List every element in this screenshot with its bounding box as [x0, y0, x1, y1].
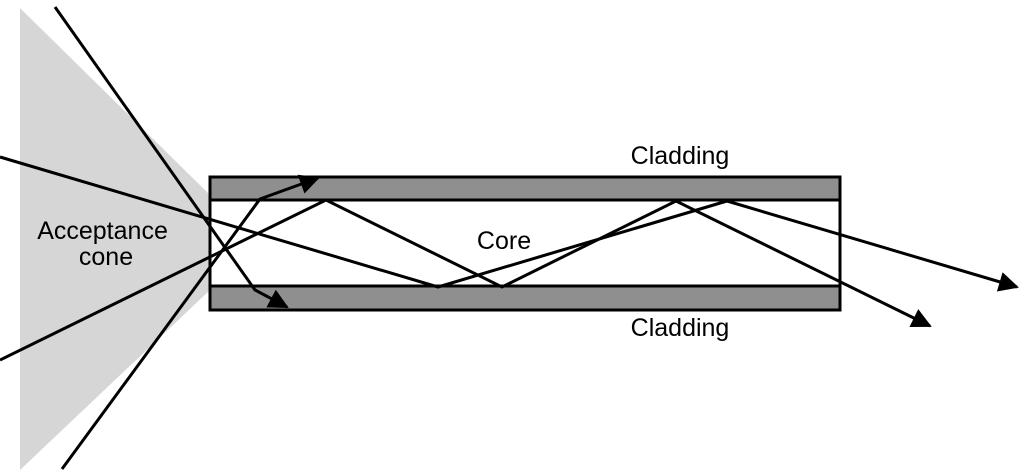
cladding-top — [208, 175, 842, 202]
ray-steep-escaping-bottom — [53, 6, 289, 309]
core-label: Core — [477, 227, 531, 255]
ray-shallow-down — [0, 155, 1019, 292]
cladding-bottom-label: Cladding — [631, 314, 730, 342]
acceptance-cone — [20, 8, 210, 470]
ray-shallow-up — [0, 198, 932, 362]
acceptance-cone-label: Acceptance cone — [37, 217, 175, 271]
cladding-top-label: Cladding — [631, 142, 730, 170]
cladding-bottom — [208, 284, 842, 312]
ray-steep-escaping-top — [60, 174, 320, 470]
